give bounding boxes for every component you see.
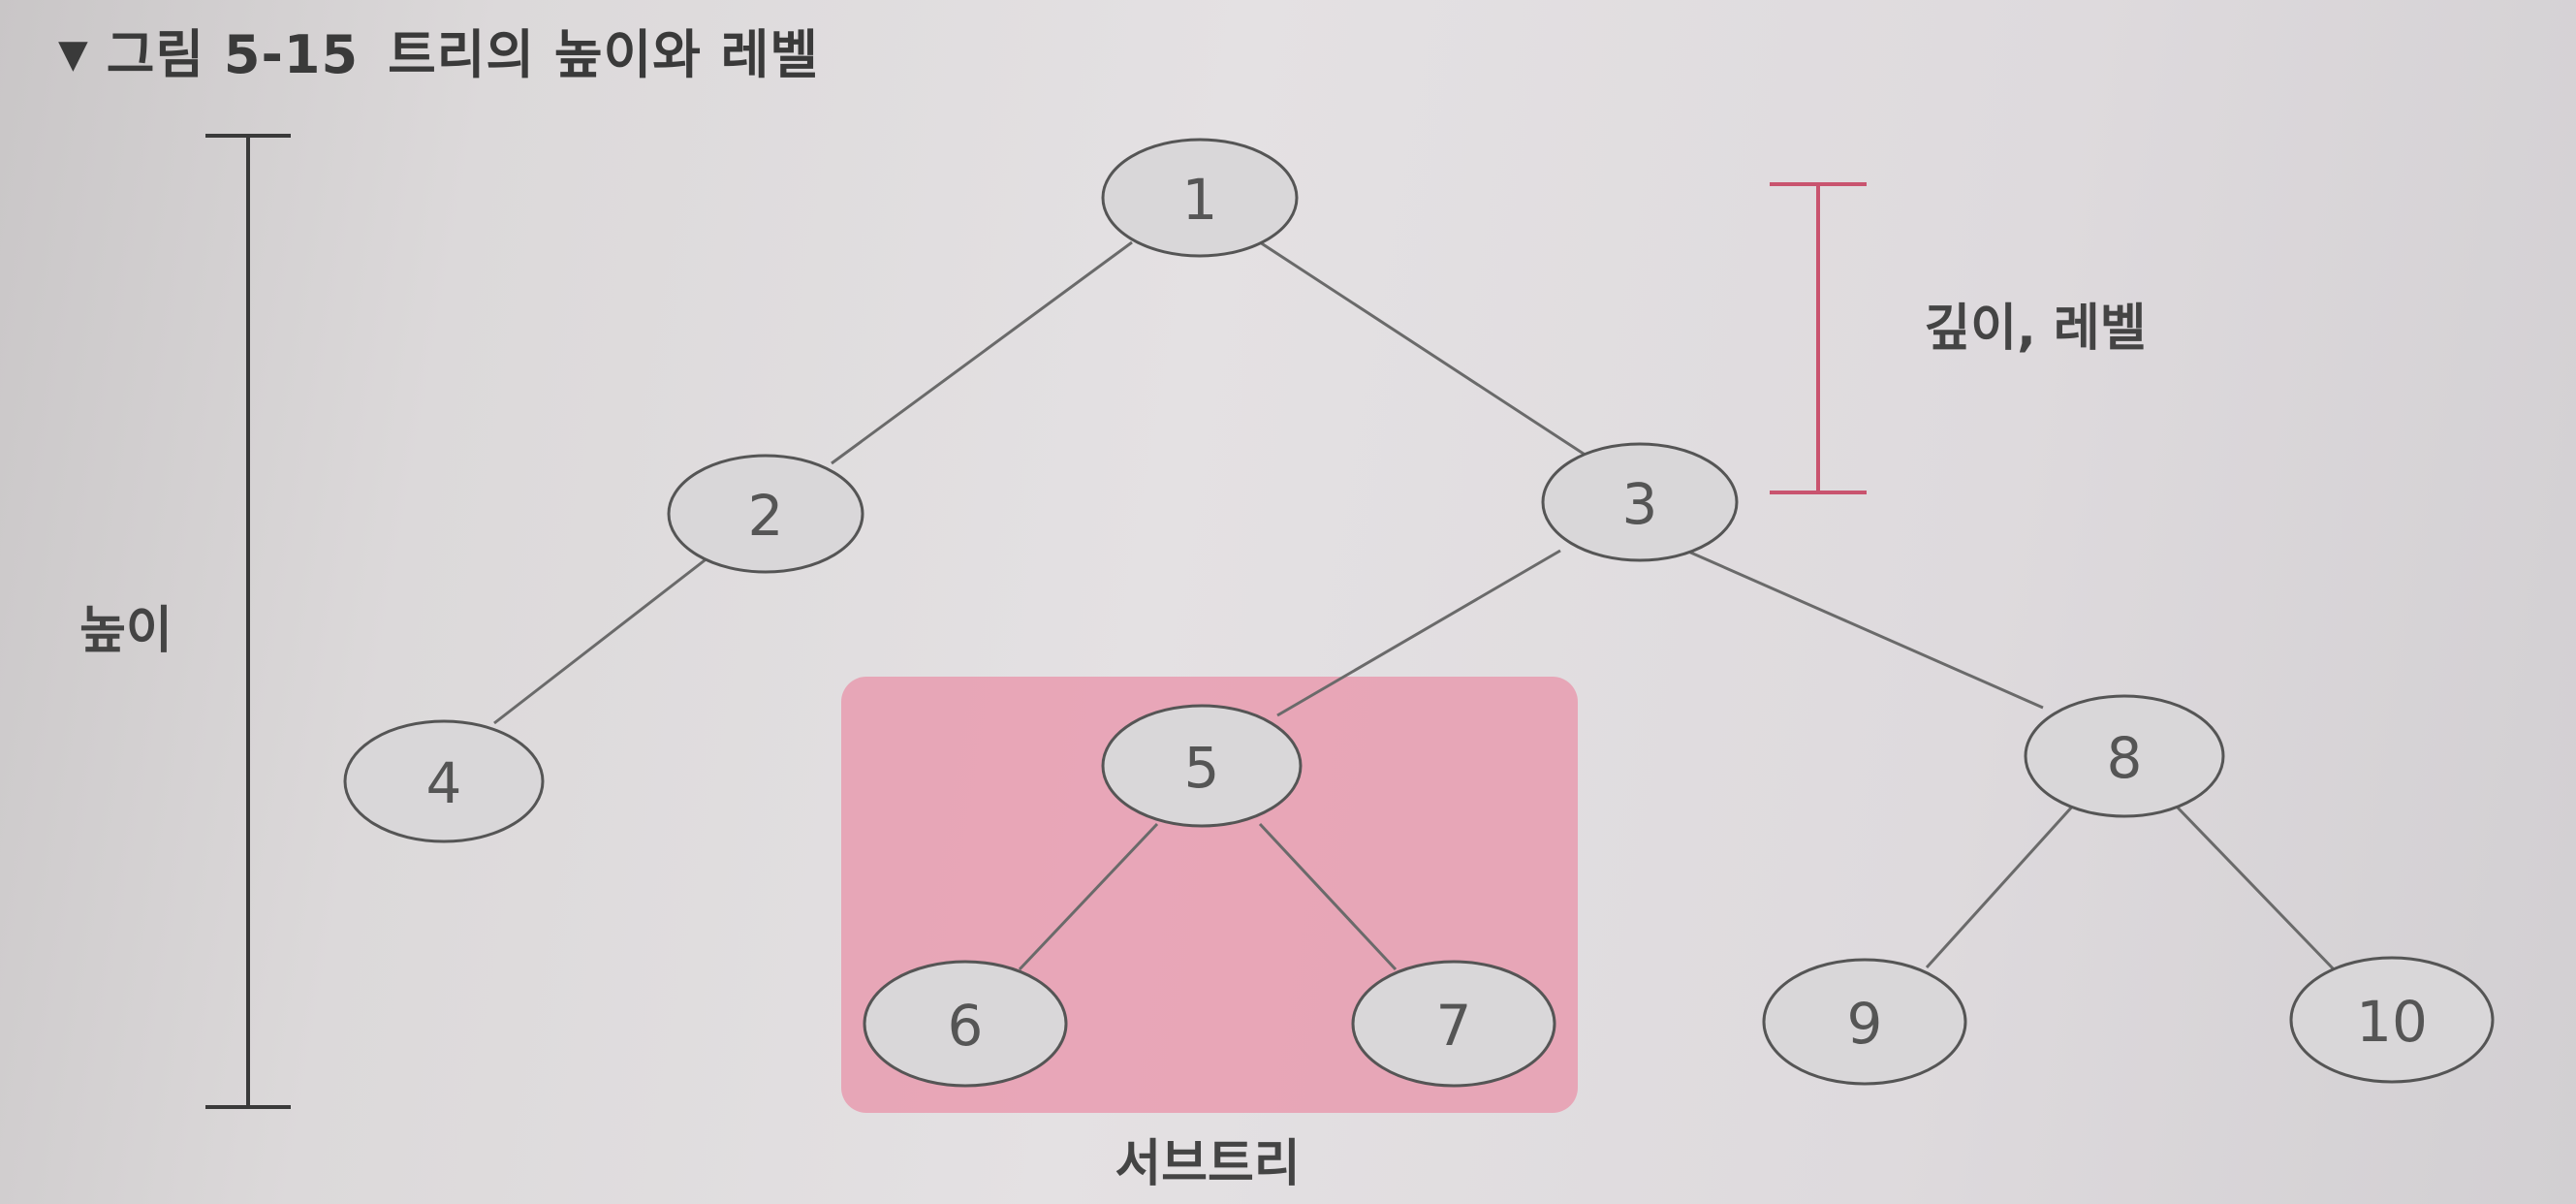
node-label: 9	[1847, 991, 1883, 1057]
node-label: 3	[1622, 471, 1658, 537]
figure-title: ▼ 그림 5-15 트리의 높이와 레벨	[58, 12, 819, 88]
edge-1-3	[1259, 240, 1590, 459]
edge-1-2	[831, 240, 1133, 465]
tree-node: 8	[2024, 694, 2225, 818]
tree-node: 10	[2289, 956, 2495, 1084]
node-label: 10	[2356, 989, 2428, 1055]
node-label: 6	[948, 993, 984, 1059]
edge-8-10	[2173, 803, 2338, 973]
tree-node: 7	[1351, 960, 1556, 1088]
tree-node: 4	[343, 719, 545, 843]
edge-8-9	[1925, 803, 2076, 969]
figure-caption: 트리의 높이와 레벨	[388, 24, 820, 85]
tree-node: 5	[1101, 704, 1303, 828]
figure-number: 그림 5-15	[106, 24, 360, 85]
tree-node: 1	[1101, 138, 1299, 258]
tree-node: 6	[863, 960, 1068, 1088]
height-bracket	[205, 134, 291, 1109]
node-label: 7	[1436, 993, 1472, 1059]
edge-3-5	[1276, 549, 1561, 717]
subtree-label: 서브트리	[1115, 1135, 1300, 1193]
edge-2-4	[493, 549, 718, 725]
tree-edges	[493, 240, 2338, 973]
node-label: 8	[2107, 725, 2143, 791]
depth-level-label: 깊이, 레벨	[1924, 300, 2146, 358]
edge-5-7	[1258, 822, 1398, 971]
tree-node: 2	[667, 454, 864, 574]
triangle-marker-icon: ▼	[58, 32, 89, 77]
depth-level-bracket	[1770, 182, 1867, 494]
edge-5-6	[1018, 822, 1159, 971]
node-label: 1	[1182, 167, 1218, 233]
height-label: 높이	[79, 602, 173, 660]
node-label: 4	[426, 750, 462, 816]
node-label: 2	[748, 483, 784, 549]
node-label: 5	[1184, 735, 1220, 801]
edge-3-8	[1685, 549, 2044, 710]
tree-node: 9	[1762, 958, 1967, 1086]
tree-node: 3	[1541, 442, 1739, 562]
